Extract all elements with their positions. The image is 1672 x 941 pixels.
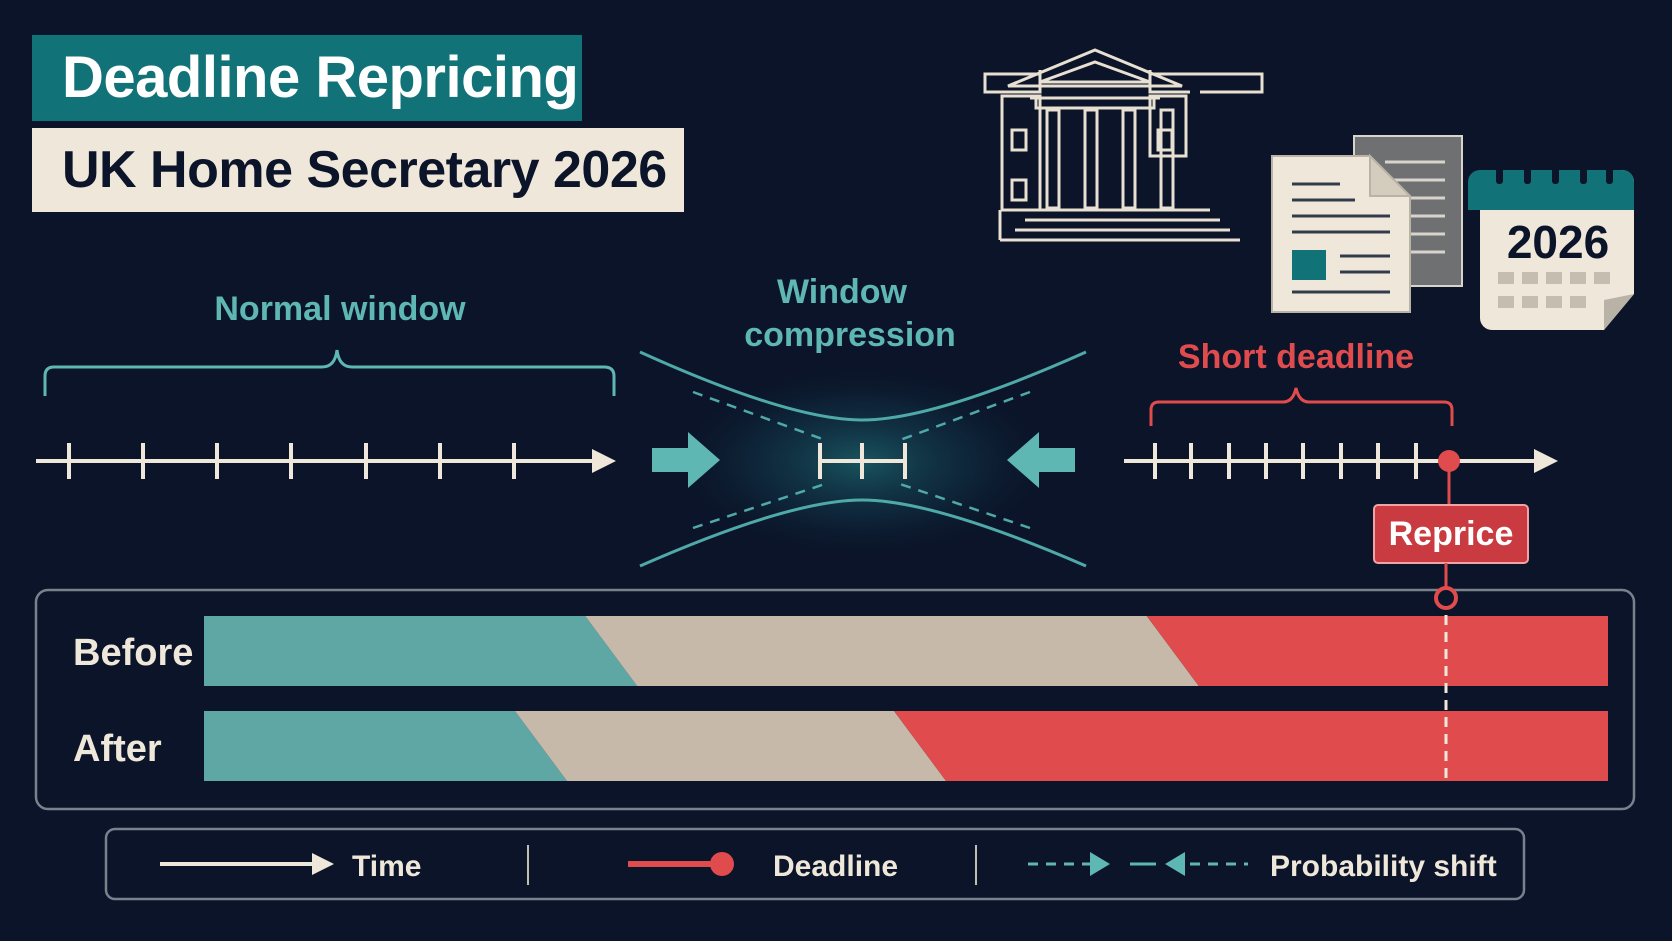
short-deadline-bracket (1149, 387, 1454, 426)
normal-window-bracket (43, 349, 616, 396)
compress-right-arrow-icon (652, 432, 720, 488)
after-teal-segment (204, 711, 567, 781)
compression-label-line2: compression (744, 316, 956, 354)
short-timeline-arrow (1124, 443, 1558, 479)
normal-window-label: Normal window (214, 290, 466, 328)
before-probability-bar (204, 616, 1608, 686)
before-after-panel (34, 588, 1636, 811)
reprice-badge (1373, 504, 1529, 564)
time-legend-label: Time (352, 850, 421, 883)
deadline-marker (1438, 450, 1460, 472)
deadline-legend-label: Deadline (773, 850, 898, 883)
time-legend-arrow-icon (160, 853, 334, 875)
documents-icon (1271, 135, 1463, 313)
before-label: Before (73, 632, 193, 674)
calendar-icon (1468, 158, 1634, 330)
before-red-segment (1146, 616, 1608, 686)
after-beige-segment (514, 711, 947, 781)
calendar-year-label: 2026 (1507, 216, 1609, 268)
after-label: After (73, 728, 162, 770)
page-title: Deadline Repricing (32, 35, 582, 121)
deadline-projection-marker (1434, 586, 1458, 610)
before-teal-segment (204, 616, 638, 686)
legend-box (104, 827, 1526, 901)
probability-shift-legend-label: Probability shift (1270, 850, 1497, 883)
deadline-legend-icon (628, 852, 734, 876)
compression-funnel (639, 350, 1087, 568)
government-building-icon (983, 48, 1264, 242)
short-deadline-label: Short deadline (1178, 338, 1414, 376)
compress-left-arrow-icon (1007, 432, 1075, 488)
after-probability-bar (204, 711, 1608, 781)
reprice-label: Reprice (1389, 515, 1514, 553)
compression-label-line1: Window (777, 273, 908, 311)
before-beige-segment (585, 616, 1199, 686)
page-subtitle: UK Home Secretary 2026 (32, 128, 684, 212)
compressed-timeline (818, 443, 907, 479)
after-red-segment (894, 711, 1608, 781)
normal-timeline-arrow (36, 443, 616, 479)
probability-shift-legend-icon (1028, 852, 1248, 876)
